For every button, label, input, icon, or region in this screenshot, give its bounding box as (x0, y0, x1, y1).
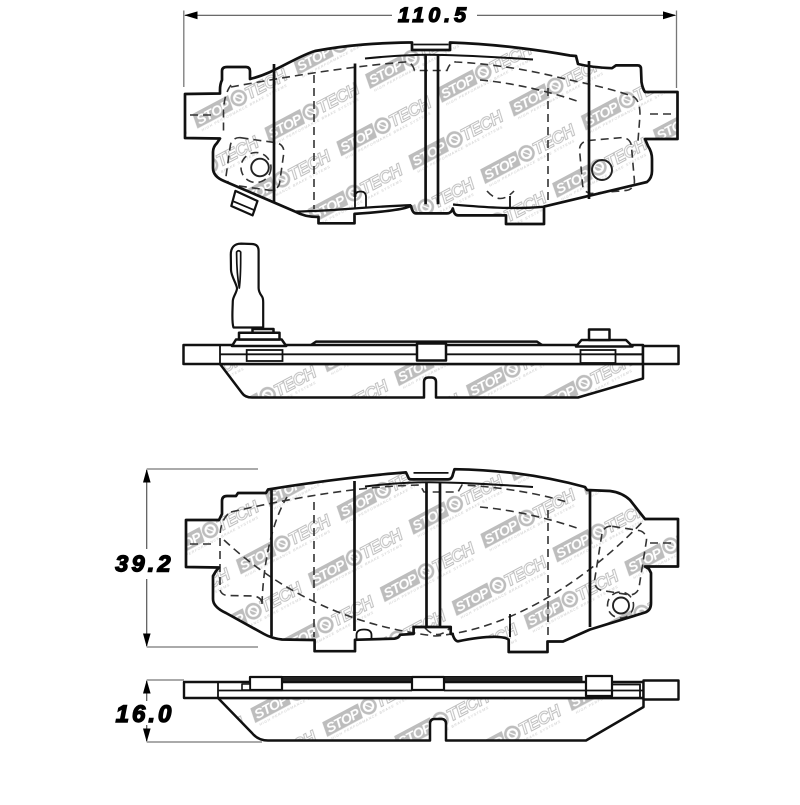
svg-text:39.2: 39.2 (115, 551, 174, 577)
svg-text:110.5: 110.5 (398, 3, 470, 27)
svg-text:16.0: 16.0 (116, 701, 175, 728)
